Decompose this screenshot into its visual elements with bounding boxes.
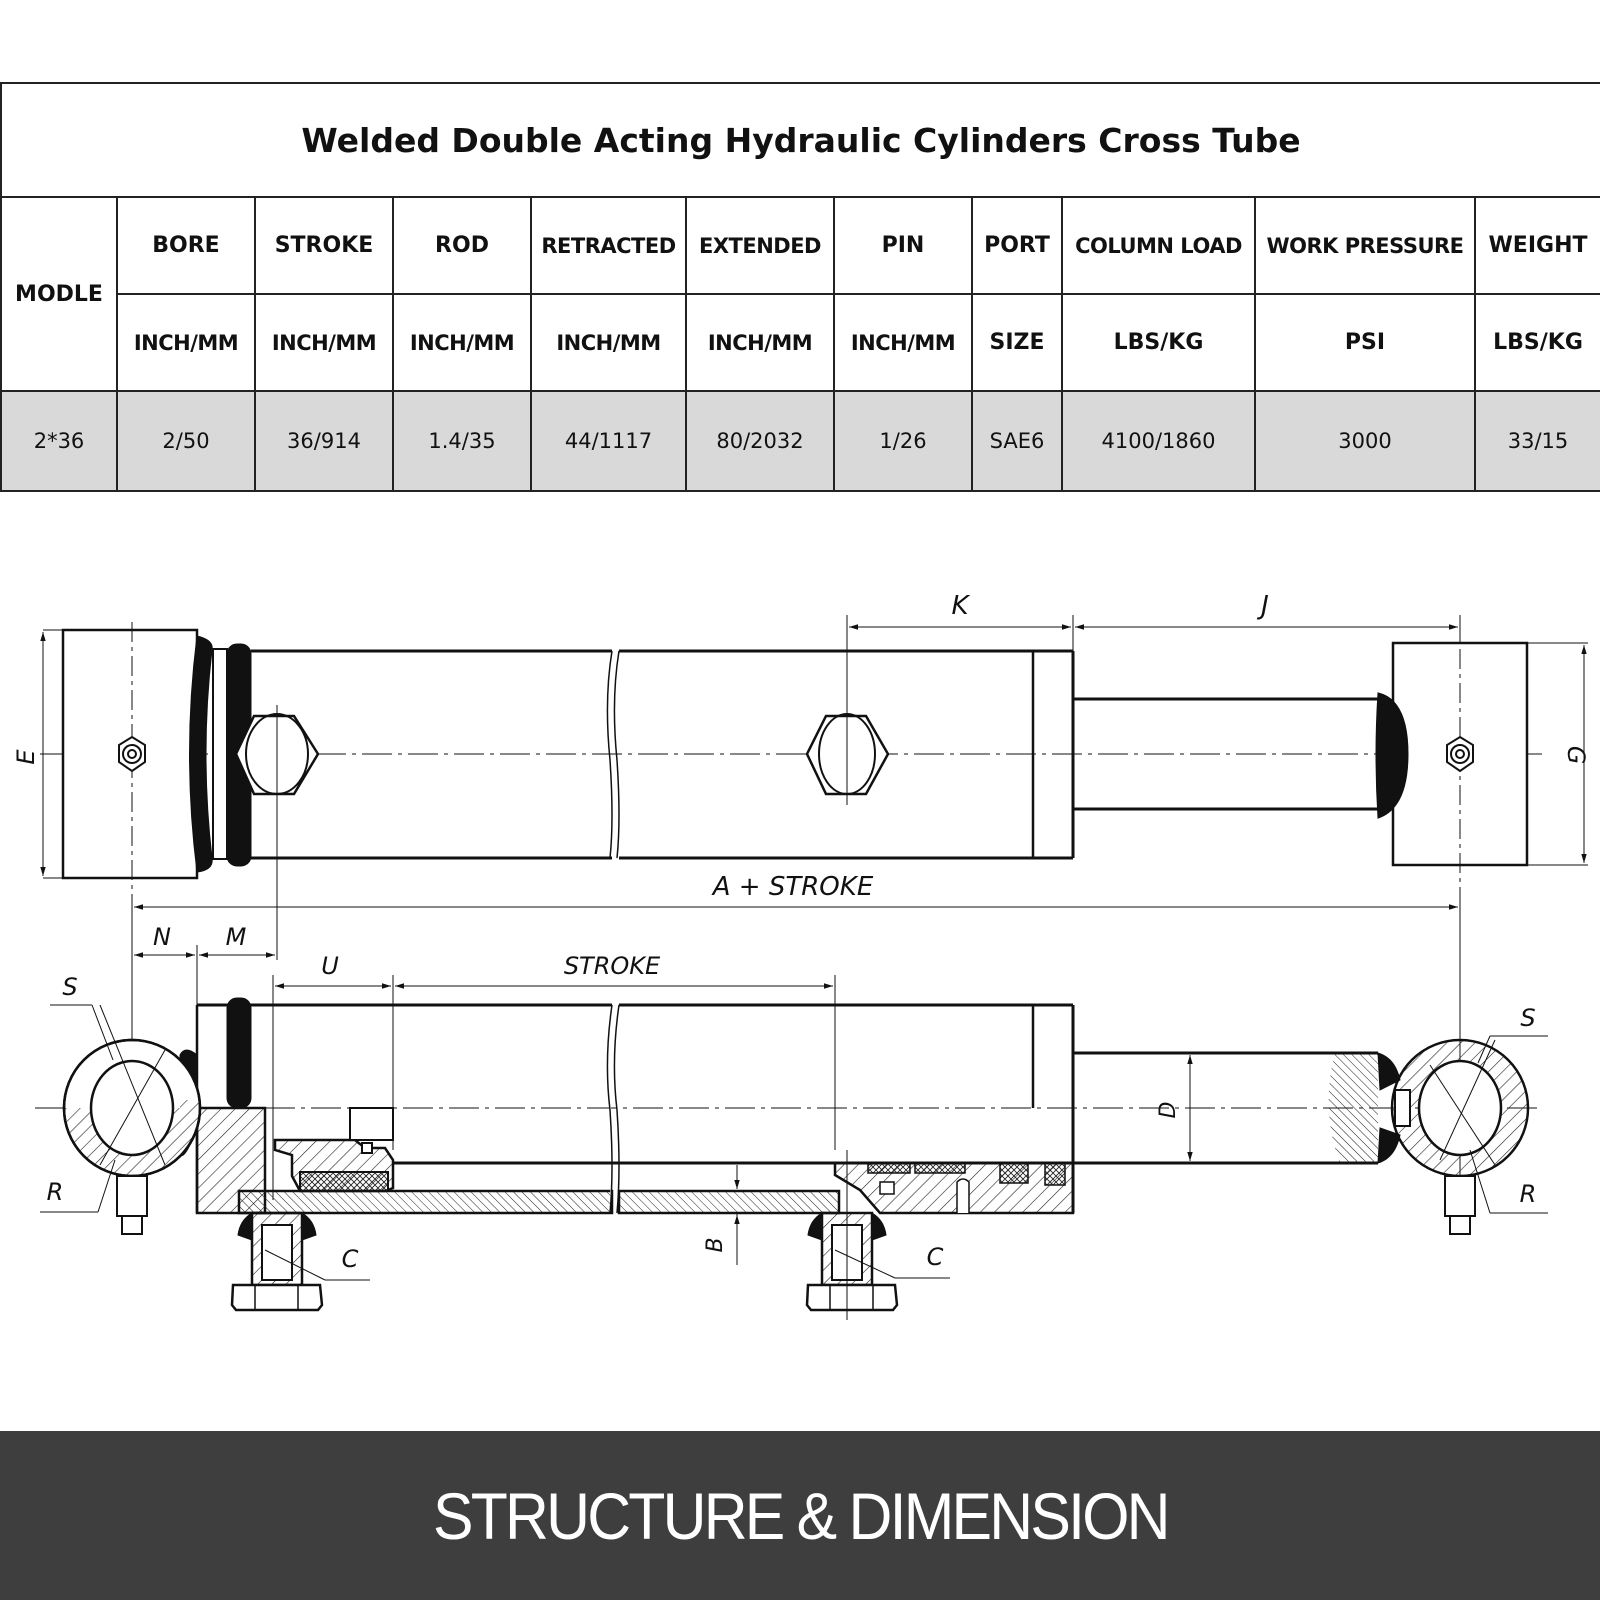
label-R-left: R — [47, 1178, 64, 1206]
top-view — [40, 615, 1588, 910]
section-view — [35, 900, 1548, 1320]
unit-column-load: LBS/KG — [1061, 293, 1256, 392]
value-column-load: 4100/1860 — [1061, 390, 1256, 492]
unit-retracted: INCH/MM — [530, 293, 687, 392]
header-stroke: STROKE — [254, 196, 394, 295]
unit-extended: INCH/MM — [685, 293, 835, 392]
label-M: M — [226, 923, 247, 951]
left-eye-section — [62, 1004, 202, 1235]
grease-fitting-icon — [118, 735, 146, 773]
unit-rod: INCH/MM — [392, 293, 532, 392]
label-N: N — [153, 923, 171, 951]
value-weight: 33/15 — [1473, 390, 1600, 492]
value-stroke: 36/914 — [254, 390, 394, 492]
section-banner: STRUCTURE & DIMENSION — [0, 1431, 1600, 1600]
cylinder-drawing: E G K J A + STROKE — [12, 591, 1590, 1320]
right-eye-section — [1390, 1038, 1530, 1235]
value-pin: 1/26 — [833, 390, 973, 492]
label-R-right: R — [1520, 1180, 1537, 1208]
port-fitting-icon — [234, 705, 320, 900]
table-title: Welded Double Acting Hydraulic Cylinders… — [0, 82, 1600, 198]
unit-port: SIZE — [971, 293, 1063, 392]
unit-stroke: INCH/MM — [254, 293, 394, 392]
grease-fitting-icon — [1446, 735, 1474, 773]
label-K: K — [951, 591, 970, 621]
header-extended: EXTENDED — [685, 196, 835, 295]
port-fitting-icon — [805, 1150, 950, 1320]
unit-bore: INCH/MM — [116, 293, 256, 392]
header-rod: ROD — [392, 196, 532, 295]
label-a-plus-stroke: A + STROKE — [711, 872, 874, 902]
value-bore: 2/50 — [116, 390, 256, 492]
label-S-right: S — [1520, 1004, 1535, 1032]
header-retracted: RETRACTED — [530, 196, 687, 295]
label-U: U — [321, 952, 339, 980]
header-bore: BORE — [116, 196, 256, 295]
banner-title: STRUCTURE & DIMENSION — [432, 1478, 1171, 1553]
label-J: J — [1256, 591, 1269, 621]
unit-work-pressure: PSI — [1254, 293, 1476, 392]
label-stroke: STROKE — [564, 952, 661, 980]
value-work-pressure: 3000 — [1254, 390, 1476, 492]
label-G: G — [1562, 746, 1590, 765]
value-model: 2*36 — [0, 390, 118, 492]
label-E: E — [12, 749, 40, 765]
port-fitting-icon — [805, 617, 890, 805]
header-weight: WEIGHT — [1473, 196, 1600, 295]
header-work-pressure: WORK PRESSURE — [1254, 196, 1476, 295]
label-C-right: C — [927, 1243, 944, 1271]
label-B: B — [703, 1237, 728, 1252]
header-model: MODLE — [0, 196, 118, 392]
header-port: PORT — [971, 196, 1063, 295]
table-row: 2*36 2/50 36/914 1.4/35 44/1117 80/2032 … — [0, 390, 1600, 492]
unit-weight: LBS/KG — [1473, 293, 1600, 392]
label-S-left: S — [62, 973, 77, 1001]
label-D: D — [1156, 1102, 1181, 1119]
unit-pin: INCH/MM — [833, 293, 973, 392]
value-rod: 1.4/35 — [392, 390, 532, 492]
header-pin: PIN — [833, 196, 973, 295]
spec-table: Welded Double Acting Hydraulic Cylinders… — [0, 82, 1600, 492]
value-extended: 80/2032 — [685, 390, 835, 492]
header-column-load: COLUMN LOAD — [1061, 196, 1256, 295]
value-port: SAE6 — [971, 390, 1063, 492]
label-C-left: C — [342, 1245, 359, 1273]
port-fitting-icon — [230, 1211, 370, 1312]
value-retracted: 44/1117 — [530, 390, 687, 492]
